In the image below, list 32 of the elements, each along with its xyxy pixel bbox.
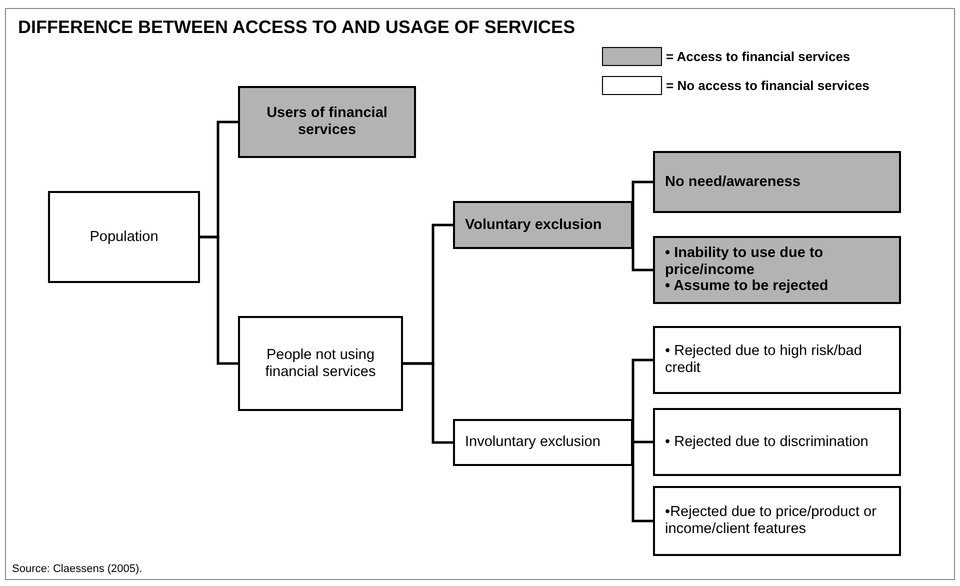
box-text: • Assume to be rejected	[665, 278, 828, 295]
connector-line	[632, 441, 653, 522]
connector-line	[632, 180, 653, 226]
box-text: • Rejected due to high risk/bad credit	[665, 343, 863, 377]
box-text: Voluntary exclusion	[465, 216, 602, 234]
category-box	[653, 326, 901, 394]
category-box	[238, 316, 403, 411]
box-text: • Inability to use due to price/income	[665, 244, 824, 278]
box-text: Involuntary exclusion	[465, 434, 600, 451]
connector-line	[632, 358, 653, 444]
category-box	[653, 151, 901, 213]
category-box	[653, 236, 901, 304]
category-box	[453, 201, 633, 249]
box-text: • Rejected due to discrimination	[665, 434, 868, 450]
connector-line	[403, 362, 453, 444]
category-box	[453, 419, 633, 466]
connector-line	[200, 236, 238, 365]
connector-line	[632, 440, 653, 444]
connector-line	[632, 224, 653, 272]
legend-text: = Access to financial services	[666, 49, 850, 64]
box-text: Population	[90, 228, 158, 246]
box-text: •Rejected due to price/product or income/client features	[665, 504, 878, 538]
diagram-title: DIFFERENCE BETWEEN ACCESS TO AND USAGE OF SERVICES	[18, 17, 576, 38]
box-text: Users of financial services	[266, 105, 388, 139]
category-box	[238, 86, 416, 158]
box-text: No need/awareness	[665, 174, 800, 190]
category-box	[653, 408, 901, 476]
category-box	[653, 486, 901, 556]
legend-text: = No access to financial services	[666, 78, 870, 93]
box-text: People not using financial services	[264, 346, 377, 380]
source-note: Source: Claessens (2005).	[12, 563, 142, 575]
category-box	[48, 191, 200, 283]
